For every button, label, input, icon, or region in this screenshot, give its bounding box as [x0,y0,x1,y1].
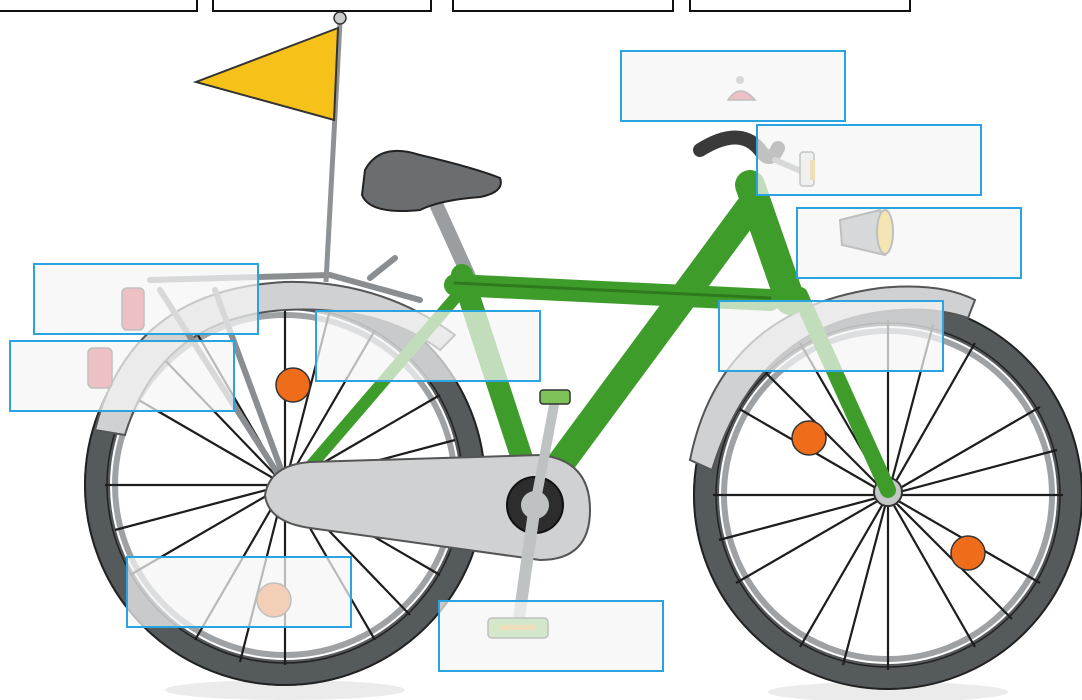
front-wheel-upper-reflector [792,421,826,455]
saddle [362,151,501,211]
rear-wheel-upper-reflector [276,368,310,402]
front-wheel-lower-reflector [951,536,985,570]
drop-zone-front-fork[interactable] [718,300,944,372]
flag [196,28,338,120]
drop-zone-frame[interactable] [315,310,541,382]
drop-zone-bell[interactable] [620,50,846,122]
drop-zone-brake-lever[interactable] [756,124,982,196]
drop-zone-tail-light[interactable] [9,340,235,412]
drop-zone-spoke-reflector[interactable] [126,556,352,628]
drop-zone-pedal[interactable] [438,600,664,672]
drop-zone-luggage-rack[interactable] [33,263,259,335]
drop-zone-headlight[interactable] [796,207,1022,279]
